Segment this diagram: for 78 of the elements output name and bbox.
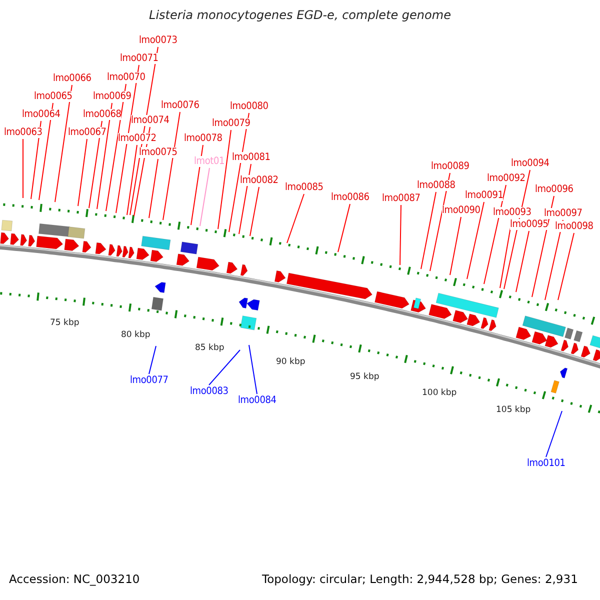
leader-line bbox=[208, 350, 240, 386]
leader-line bbox=[38, 102, 54, 200]
leader-line bbox=[558, 232, 574, 300]
leader-line bbox=[190, 144, 204, 226]
leader-line bbox=[162, 112, 180, 220]
gene-label: lmo0063 bbox=[4, 127, 42, 138]
gene-label: lmo0095 bbox=[510, 219, 548, 230]
gene-label: lmo0077 bbox=[130, 375, 168, 386]
gene-label: lmo0101 bbox=[527, 458, 566, 469]
gene-label: lmo0066 bbox=[53, 73, 92, 84]
scale-label: 90 kbp bbox=[276, 357, 306, 368]
gene-label: lmo0080 bbox=[230, 101, 268, 112]
leader-line bbox=[420, 192, 436, 270]
scale-label: 75 kbp bbox=[50, 318, 80, 329]
gene-label: lmo0064 bbox=[22, 109, 60, 120]
leader-line bbox=[546, 410, 562, 458]
leader-line bbox=[286, 194, 304, 244]
gene-label: lmo0084 bbox=[238, 395, 276, 406]
leader-line bbox=[22, 138, 24, 198]
gene-label: lmo0073 bbox=[139, 35, 178, 46]
leader-line bbox=[400, 204, 402, 266]
gene-label: lmo0065 bbox=[34, 91, 72, 102]
leader-line bbox=[116, 64, 140, 214]
gene-label: lmo0096 bbox=[535, 184, 574, 195]
gene-label: lmo0088 bbox=[417, 180, 456, 191]
leader-line bbox=[250, 186, 260, 236]
leader-line bbox=[248, 344, 258, 394]
gene-label: lmo0071 bbox=[120, 53, 158, 64]
leader-line bbox=[450, 216, 462, 276]
leader-line bbox=[106, 84, 126, 212]
gene-label: lmo0078 bbox=[184, 133, 222, 144]
gene-label: lmo0072 bbox=[118, 133, 156, 144]
leader-line bbox=[466, 202, 484, 280]
footer-text: Accession: NC_003210 bbox=[9, 574, 140, 585]
leader-line bbox=[532, 196, 554, 298]
gene-label: lmo0083 bbox=[190, 386, 228, 397]
footer-text: Topology: circular; Length: 2,944,528 bp; Genes: 2,931 bbox=[262, 574, 578, 585]
scale-label: 95 kbp bbox=[350, 372, 380, 383]
leader-line bbox=[338, 204, 350, 252]
scale-label: 80 kbp bbox=[121, 330, 150, 341]
gene-label: lmo0086 bbox=[331, 192, 370, 203]
gene-label: lmo0081 bbox=[232, 152, 270, 163]
leader-line bbox=[218, 130, 232, 230]
gene-label: lmo0089 bbox=[431, 161, 470, 172]
gene-label: lmot01 bbox=[194, 156, 225, 167]
gene-label: lmo0085 bbox=[285, 182, 324, 193]
gene-label: lmo0097 bbox=[544, 208, 582, 219]
gene-label: lmo0093 bbox=[493, 207, 532, 218]
gene-label: lmo0098 bbox=[555, 221, 594, 232]
gene-label: lmo0069 bbox=[93, 91, 132, 102]
gene-label: lmo0091 bbox=[465, 190, 504, 201]
leader-line bbox=[148, 158, 158, 218]
scale-label: 85 kbp bbox=[195, 343, 224, 354]
gene-label: lmo0092 bbox=[487, 173, 526, 184]
leader-line bbox=[96, 102, 112, 210]
gene-label: lmo0090 bbox=[442, 205, 480, 216]
gene-label: lmo0076 bbox=[161, 100, 200, 111]
leader-line bbox=[54, 84, 72, 202]
gene-label: lmo0087 bbox=[382, 193, 420, 204]
leader-line bbox=[148, 346, 156, 374]
gene-label: lmo0074 bbox=[131, 115, 170, 126]
leader-line bbox=[78, 138, 88, 206]
leader-line bbox=[516, 230, 530, 292]
gene-label: lmo0068 bbox=[83, 109, 122, 120]
leader-line bbox=[126, 144, 138, 216]
leader-line bbox=[88, 120, 102, 208]
gene-label: lmo0079 bbox=[212, 118, 250, 129]
gene-label: lmo0082 bbox=[240, 175, 278, 186]
leader-line bbox=[484, 184, 506, 284]
diagram-title: Listeria monocytogenes EGD-e, complete genome bbox=[148, 10, 452, 21]
leader-line bbox=[200, 168, 210, 226]
scale-label: 100 kbp bbox=[422, 388, 457, 399]
gene-label: lmo0094 bbox=[511, 158, 550, 169]
scale-label: 105 kbp bbox=[496, 405, 531, 416]
gene-label: lmo0075 bbox=[139, 147, 178, 158]
leader-line bbox=[30, 120, 42, 200]
gene-label: lmo0067 bbox=[68, 127, 106, 138]
gene-label: lmo0070 bbox=[107, 72, 146, 83]
